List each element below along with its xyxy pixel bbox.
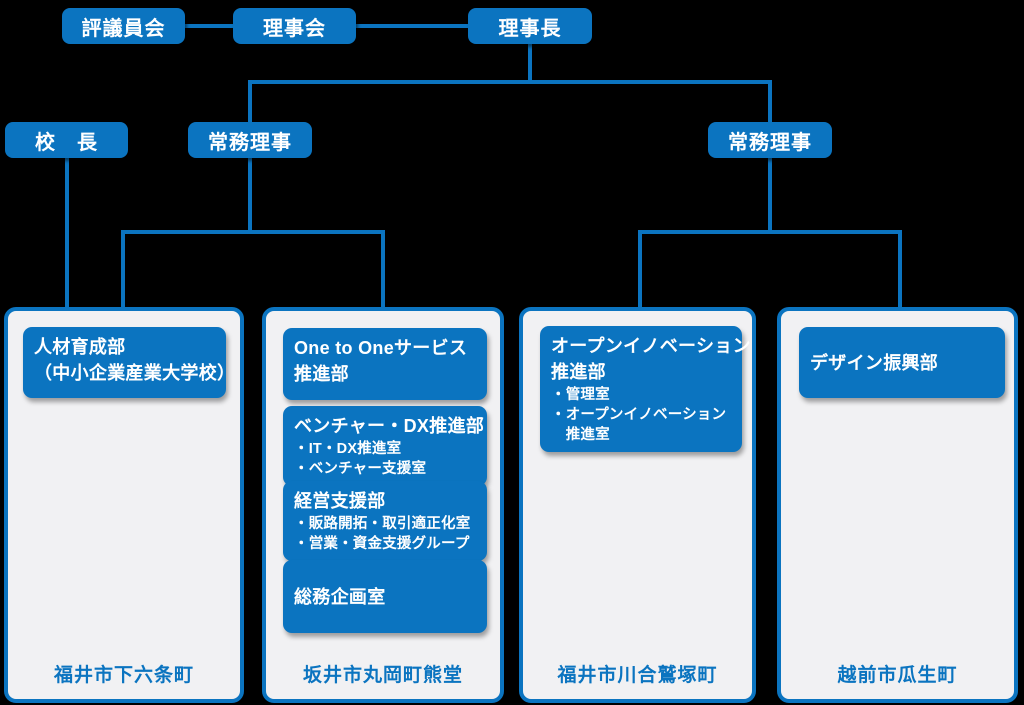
connector-to-panel3 <box>638 230 642 310</box>
dept-item: ・ベンチャー支援室 <box>294 461 427 477</box>
dept-box-venture-dx: ベンチャー・DX推進部 ・IT・DX推進室 ・ベンチャー支援室 <box>283 406 487 486</box>
dept-title-line: One to Oneサービス <box>294 338 468 358</box>
dept-title-line: 推進部 <box>551 362 606 382</box>
location-label: 福井市下六条町 <box>53 665 194 686</box>
connector-chairman-down <box>528 44 532 82</box>
node-managing-director-left-label: 常務理事 <box>208 131 292 154</box>
connector-to-md-left <box>248 80 252 124</box>
dept-title-line: 経営支援部 <box>294 491 386 511</box>
node-chairman-label: 理事長 <box>498 17 562 40</box>
dept-items: ・管理室 ・オープンイノベーション 推進室 <box>551 385 731 445</box>
dept-items: ・販路開拓・取引適正化室 ・営業・資金支援グループ <box>294 514 476 554</box>
connector-board-chairman <box>356 24 468 28</box>
dept-title-line: 推進部 <box>294 364 349 384</box>
dept-title: One to Oneサービス 推進部 <box>294 335 476 387</box>
branch-panel-open-innovation: オープンイノベーション 推進部 ・管理室 ・オープンイノベーション 推進室 福井… <box>519 307 756 703</box>
dept-title-line: ベンチャー・DX推進部 <box>294 416 485 436</box>
connector-md-left-branch <box>121 230 385 234</box>
node-managing-director-right-label: 常務理事 <box>728 131 812 154</box>
dept-title-line: 人材育成部 <box>34 337 126 357</box>
dept-title: オープンイノベーション 推進部 <box>551 333 751 385</box>
dept-items: ・IT・DX推進室 ・ベンチャー支援室 <box>294 439 476 479</box>
dept-title: ベンチャー・DX推進部 <box>294 413 485 439</box>
node-council-label: 評議員会 <box>81 17 166 40</box>
dept-title: 人材育成部 （中小企業産業大学校） <box>34 334 236 386</box>
dept-box-keiei-shien: 経営支援部 ・販路開拓・取引適正化室 ・営業・資金支援グループ <box>283 481 487 561</box>
connector-md-right-branch <box>638 230 902 234</box>
connector-council-board <box>185 24 233 28</box>
node-board-label: 理事会 <box>263 17 326 40</box>
connector-md-left-down <box>248 158 252 234</box>
dept-item: ・販路開拓・取引適正化室 <box>294 516 471 532</box>
dept-item: 推進室 <box>551 427 610 443</box>
dept-item: ・管理室 <box>551 387 610 403</box>
dept-box-somu-kikaku: 総務企画室 <box>283 560 487 633</box>
dept-title: 総務企画室 <box>294 584 386 610</box>
connector-md-right-down <box>768 158 772 234</box>
node-council: 評議員会 <box>62 8 185 44</box>
connector-principal-down <box>65 158 69 310</box>
location-label: 越前市瓜生町 <box>837 665 958 686</box>
node-board: 理事会 <box>233 8 356 44</box>
branch-panel-jinzai: 人材育成部 （中小企業産業大学校） 福井市下六条町 <box>4 307 244 703</box>
dept-box-jinzai-ikusei: 人材育成部 （中小企業産業大学校） <box>23 327 236 398</box>
dept-title-line: オープンイノベーション <box>551 336 751 356</box>
dept-box-open-innovation: オープンイノベーション 推進部 ・管理室 ・オープンイノベーション 推進室 <box>540 326 751 452</box>
dept-item: ・IT・DX推進室 <box>294 441 402 457</box>
location-label: 福井市川合鷲塚町 <box>557 665 718 686</box>
dept-title-line: （中小企業産業大学校） <box>34 363 236 383</box>
dept-title: 経営支援部 <box>294 488 476 514</box>
connector-to-panel2 <box>381 230 385 310</box>
dept-item: ・営業・資金支援グループ <box>294 536 470 552</box>
branch-panel-design: デザイン振興部 越前市瓜生町 <box>777 307 1018 703</box>
dept-title: デザイン振興部 <box>810 350 938 376</box>
location-label: 坂井市丸岡町熊堂 <box>302 665 463 686</box>
connector-to-panel4 <box>898 230 902 310</box>
branch-panel-sakai: One to Oneサービス 推進部 ベンチャー・DX推進部 ・IT・DX推進室… <box>262 307 504 703</box>
dept-title-line: 総務企画室 <box>294 586 386 607</box>
node-managing-director-right: 常務理事 <box>708 122 832 158</box>
dept-box-one-to-one: One to Oneサービス 推進部 <box>283 328 487 400</box>
node-chairman: 理事長 <box>468 8 592 44</box>
node-managing-director-left: 常務理事 <box>188 122 312 158</box>
connector-to-panel1 <box>121 230 125 310</box>
dept-box-design: デザイン振興部 <box>799 327 1005 398</box>
node-principal: 校 長 <box>5 122 128 158</box>
connector-to-md-right <box>768 80 772 124</box>
connector-chairman-branch <box>248 80 772 84</box>
dept-item: ・オープンイノベーション <box>551 407 727 423</box>
dept-title-line: デザイン振興部 <box>810 352 939 373</box>
node-principal-label: 校 長 <box>35 131 98 154</box>
